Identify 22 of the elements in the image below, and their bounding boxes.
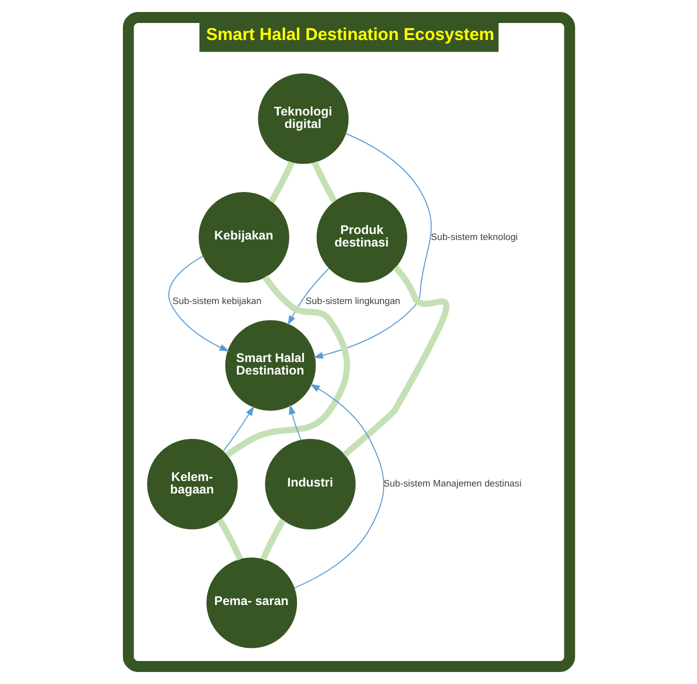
node-circle: Produk destinasi [316, 192, 407, 283]
connector [342, 265, 449, 458]
arrow [222, 406, 254, 452]
node-circle: Industri [264, 438, 356, 530]
node-circle: Teknologi digital [258, 73, 348, 164]
edge-label: Sub-sistem lingkungan [305, 296, 400, 306]
connector [268, 161, 294, 204]
arrow [288, 404, 302, 440]
node-circle: Kebijakan [198, 192, 289, 283]
arrow [168, 256, 229, 352]
arrow [312, 133, 432, 359]
arrow [287, 268, 329, 326]
edge-label: Sub-sistem kebijakan [172, 296, 261, 306]
edge-label: Sub-sistem teknologi [430, 232, 518, 242]
connector [311, 161, 337, 203]
arrow [294, 384, 384, 588]
connector [216, 518, 243, 561]
node-circle: Smart Halal Destination [224, 320, 316, 411]
connector [260, 518, 286, 561]
node-circle: Pema- saran [206, 558, 297, 648]
node-circle: Kelem- bagaan [146, 438, 238, 530]
edge-label: Sub-sistem Manajemen destinasi [383, 478, 521, 489]
